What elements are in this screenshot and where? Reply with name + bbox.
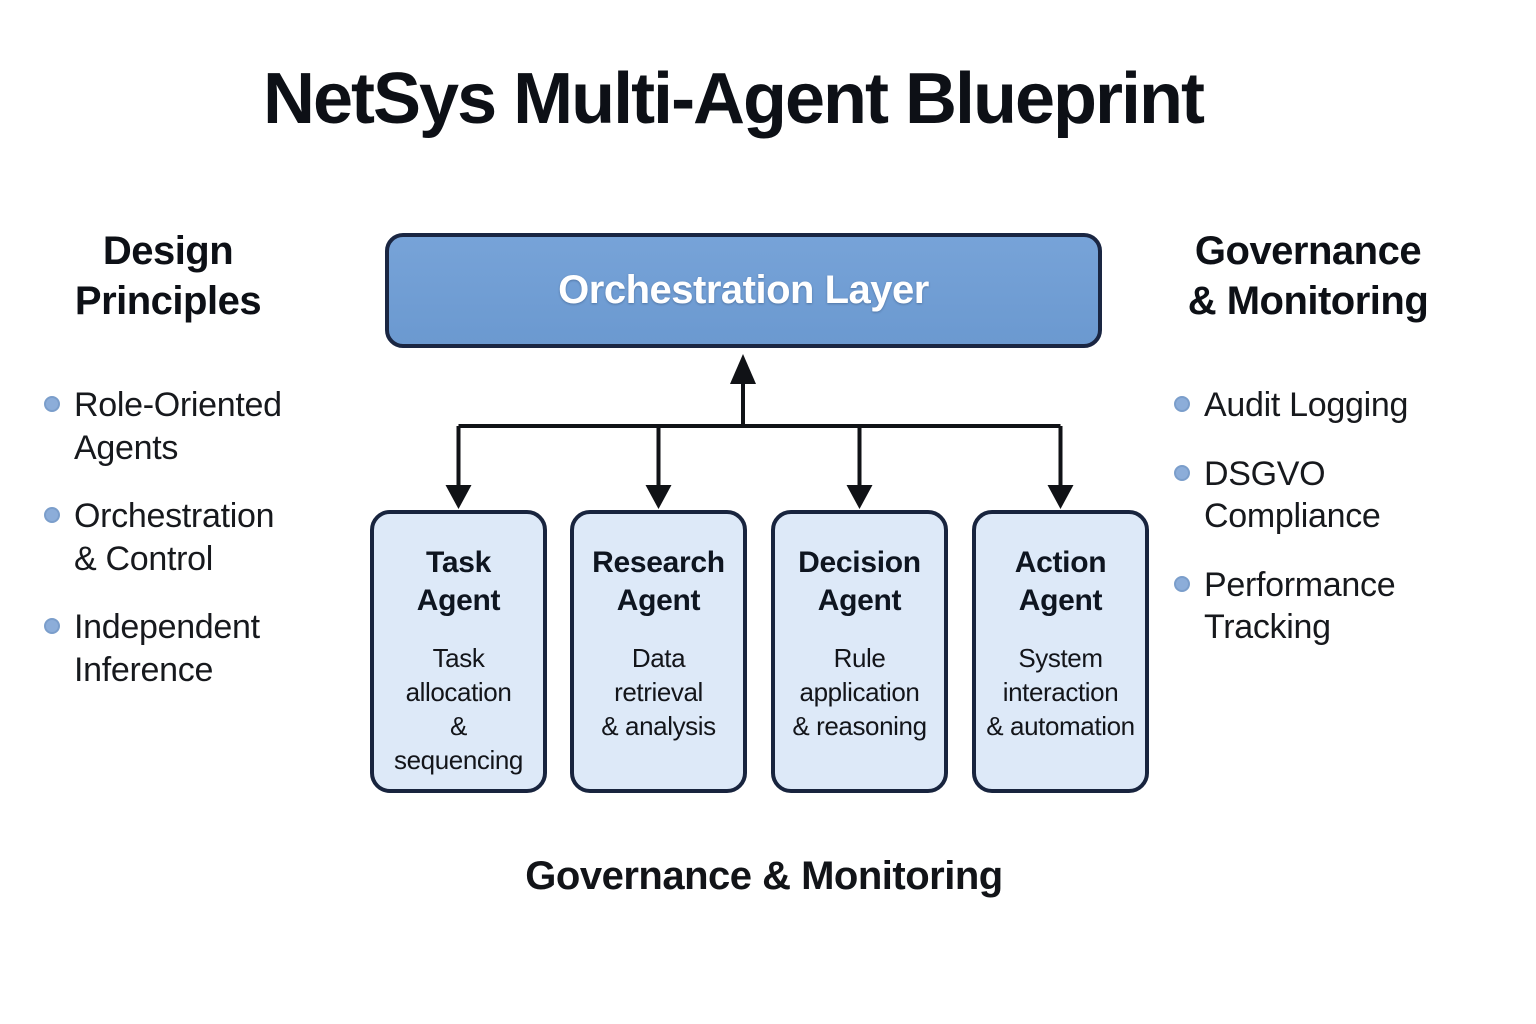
agent-name: Action Agent [1014, 546, 1107, 618]
page-title: NetSys Multi-Agent Blueprint [262, 59, 1205, 139]
down-arrow-head-task [445, 485, 472, 509]
list-item-label: DSGVO Compliance [1204, 454, 1381, 536]
bullet-dot-icon [44, 396, 60, 412]
list-item: DSGVO Compliance [1158, 453, 1458, 538]
agent-name: Decision Agent [798, 546, 921, 618]
orchestration-layer-label: Orchestration Layer [558, 268, 929, 312]
list-item: Orchestration & Control [28, 495, 308, 580]
design-principles-panel: Design Principles Role-Oriented Agents O… [28, 226, 308, 717]
governance-monitoring-list: Audit Logging DSGVO Compliance Performan… [1158, 384, 1458, 649]
governance-monitoring-heading: Governance & Monitoring [1187, 229, 1429, 323]
bullet-dot-icon [1174, 396, 1190, 412]
bullet-dot-icon [1174, 464, 1190, 481]
down-arrow-head-decision [846, 485, 873, 509]
down-arrow-head-action [1047, 485, 1074, 509]
bullet-dot-icon [44, 618, 60, 634]
agent-description: System interaction & automation [986, 643, 1135, 741]
agent-description: Task allocation & sequencing [394, 643, 523, 775]
governance-monitoring-caption: Governance & Monitoring [525, 854, 1003, 898]
agent-description: Data retrieval & analysis [601, 643, 716, 741]
decision-agent-box: Decision Agent Rule application & reason… [771, 510, 948, 793]
list-item-label: Independent Inference [74, 608, 260, 689]
orchestration-layer-box: Orchestration Layer [385, 233, 1102, 348]
bullet-dot-icon [1174, 575, 1190, 592]
down-arrow-head-research [645, 485, 672, 509]
list-item: Role-Oriented Agents [28, 384, 308, 469]
list-item: Performance Tracking [1158, 564, 1458, 649]
list-item: Audit Logging [1158, 384, 1458, 427]
agent-description: Rule application & reasoning [792, 643, 927, 741]
action-agent-box: Action Agent System interaction & automa… [972, 510, 1149, 793]
agent-name: Research Agent [592, 546, 725, 618]
list-item: Independent Inference [28, 606, 308, 691]
governance-monitoring-panel: Governance & Monitoring Audit Logging DS… [1158, 226, 1458, 675]
list-item-label: Audit Logging [1204, 386, 1409, 424]
list-item-label: Role-Oriented Agents [74, 386, 282, 467]
design-principles-list: Role-Oriented Agents Orchestration & Con… [28, 384, 308, 691]
bullet-dot-icon [44, 507, 60, 523]
research-agent-box: Research Agent Data retrieval & analysis [570, 510, 747, 793]
design-principles-heading: Design Principles [74, 229, 262, 323]
list-item-label: Orchestration & Control [74, 497, 275, 578]
up-arrow-head [730, 354, 756, 384]
agent-name: Task Agent [416, 546, 501, 618]
task-agent-box: Task Agent Task allocation & sequencing [370, 510, 547, 793]
list-item-label: Performance Tracking [1204, 565, 1396, 647]
